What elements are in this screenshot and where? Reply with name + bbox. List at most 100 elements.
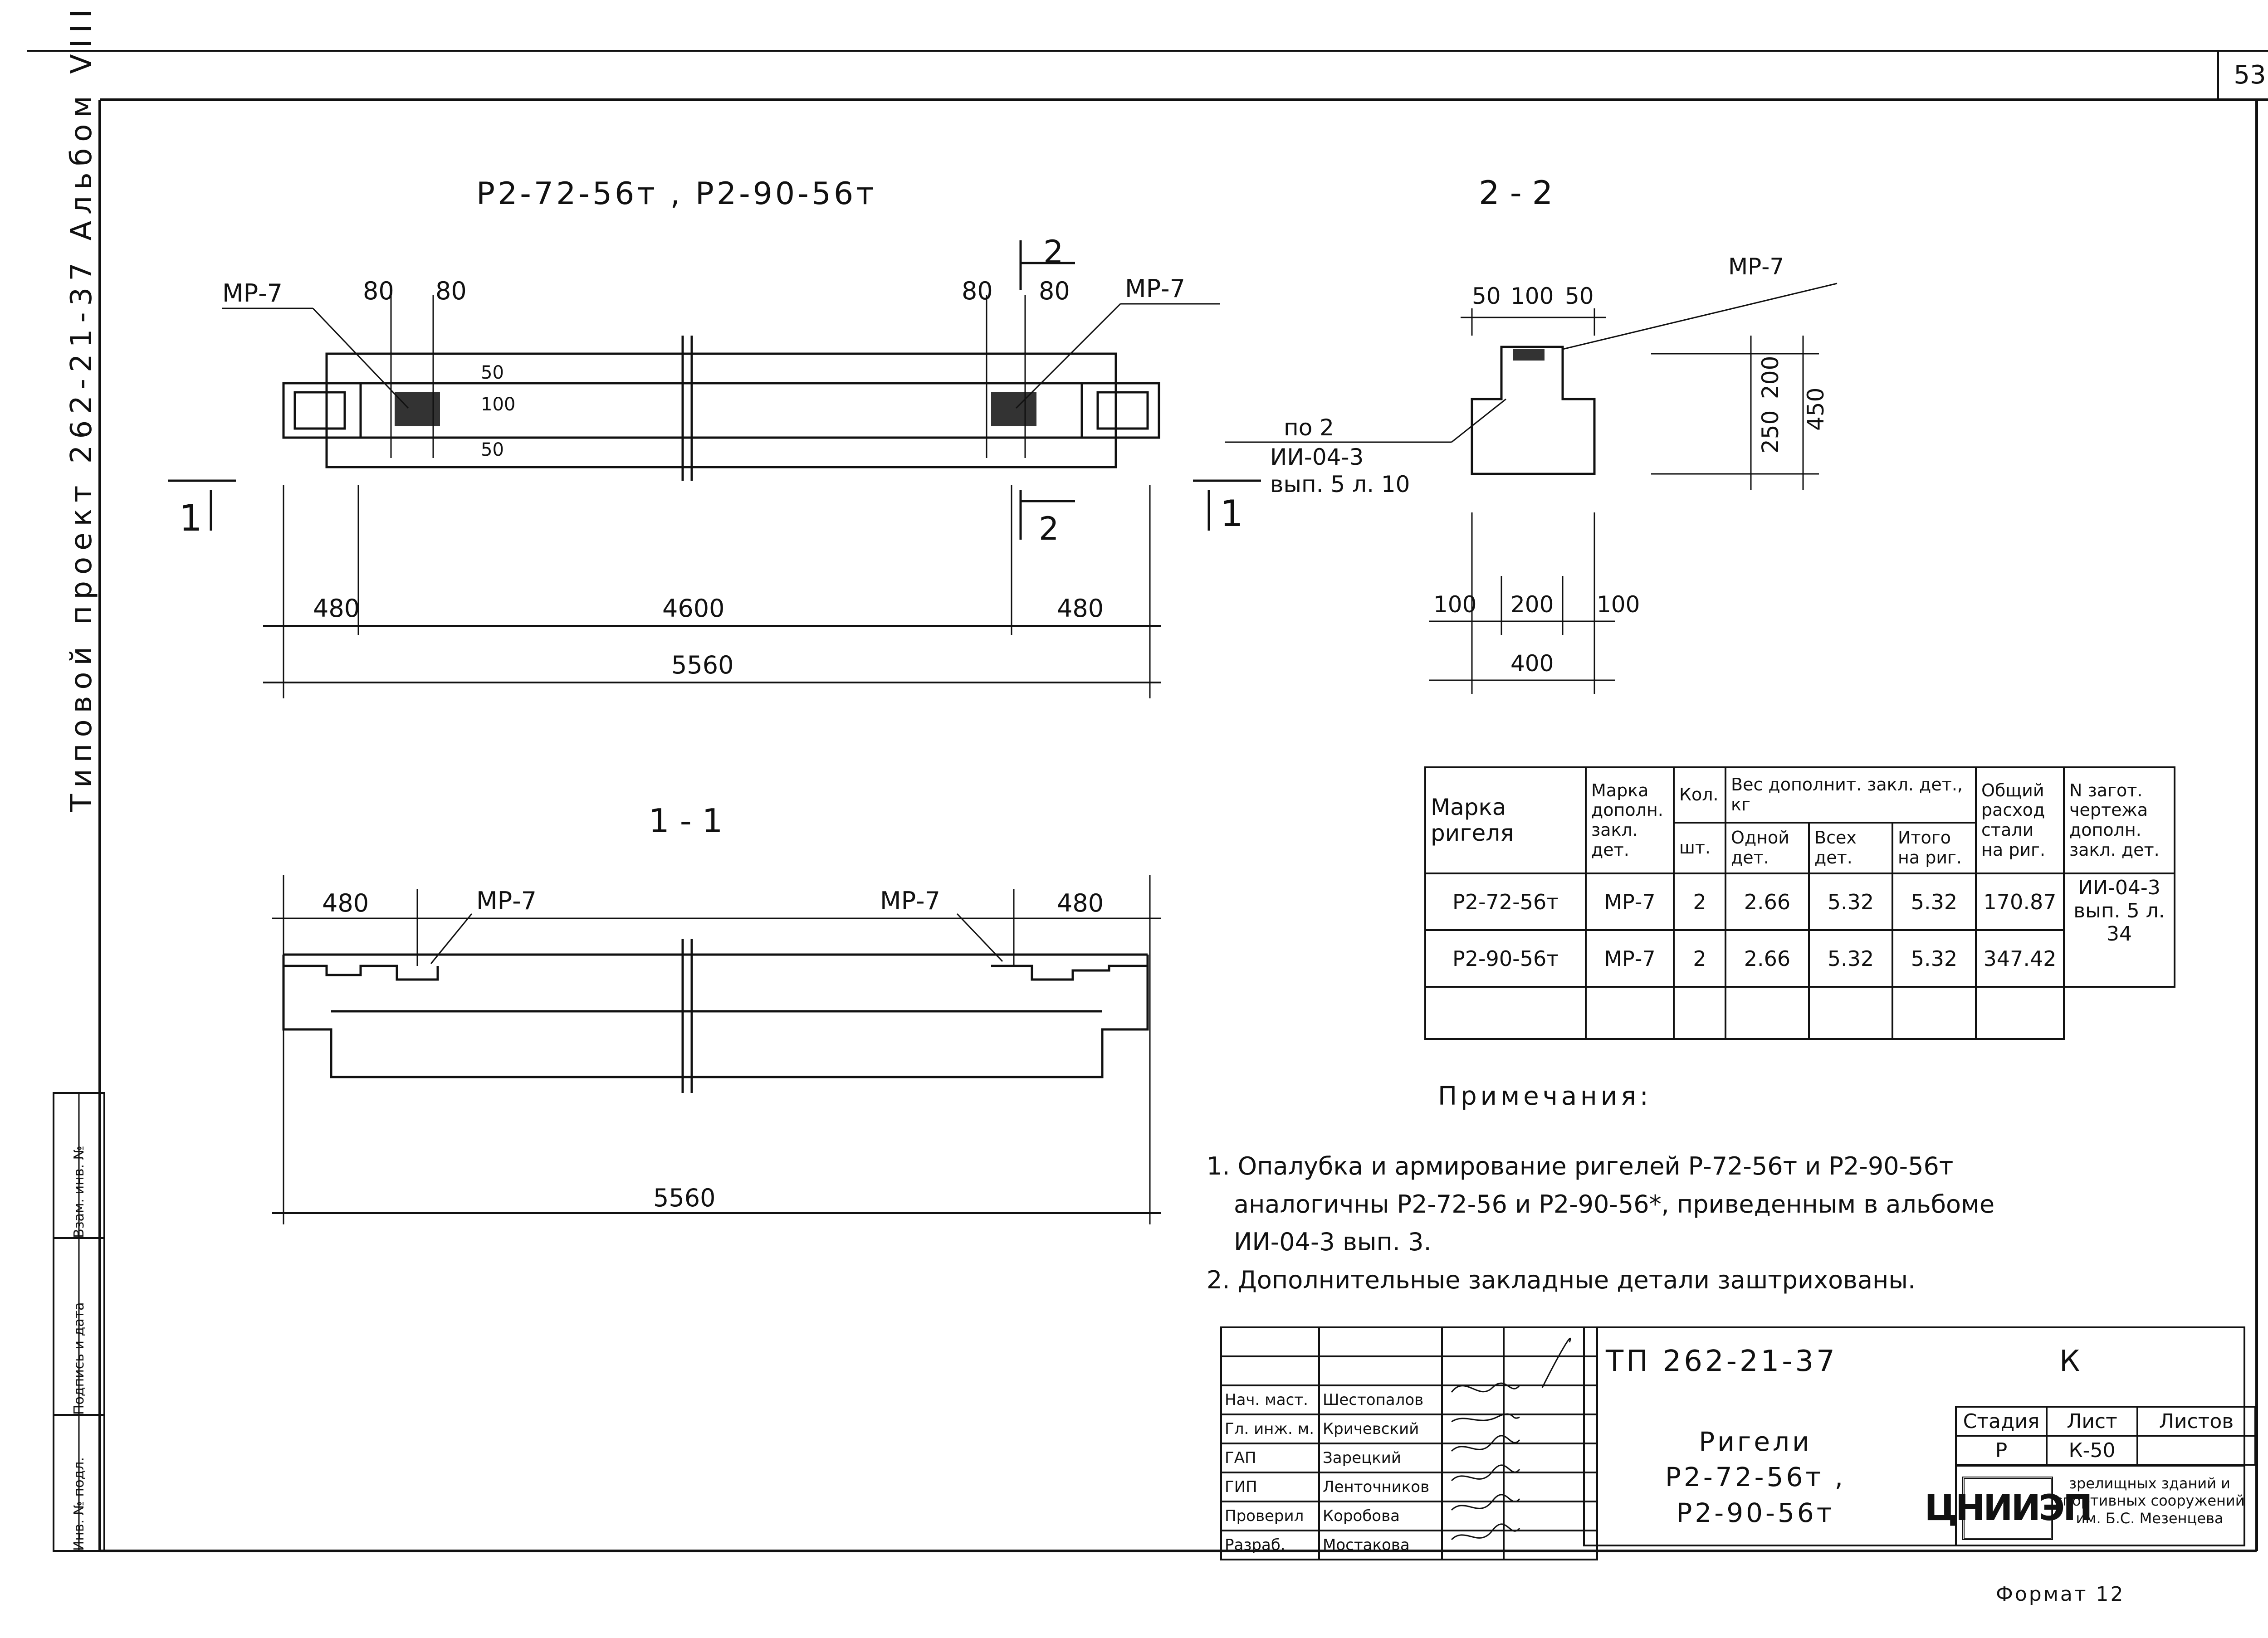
hdr-marka-rigelya: Марка ригеля [1424, 766, 1587, 874]
side-cell-vzam: Взам. инв. № [54, 1093, 104, 1238]
table-row: Р2-72-56т МР-7 2 2.66 5.32 5.32 170.87 И… [1424, 873, 2175, 988]
name-4: Коробова [1318, 1501, 1443, 1531]
row2-odnoy: 2.66 [1725, 929, 1810, 988]
name-2: Зарецкий [1318, 1443, 1443, 1473]
sec11-mr7-left: МР-7 [476, 887, 537, 915]
row1-odnoy: 2.66 [1725, 873, 1810, 931]
plan-dim-80-right2: 80 [1039, 277, 1070, 305]
name-3: Ленточников [1318, 1472, 1443, 1502]
role-1: Гл. инж. м. [1220, 1414, 1320, 1444]
side-label: Типовой проект 262-21-37 Альбом VIII [45, 3, 118, 812]
zagot-ref: ИИ-04-3 вып. 5 л. 34 [2063, 873, 2175, 988]
name-1: Кричевский [1318, 1414, 1443, 1444]
sec11-mr7-right: МР-7 [880, 887, 940, 915]
name-0: Шестопалов [1318, 1384, 1443, 1415]
row1-marka: Р2-72-56т [1424, 873, 1587, 931]
cut-2-bottom: 2 [1039, 510, 1059, 547]
role-0: Нач. маст. [1220, 1384, 1320, 1415]
sec11-dim-480-left: 480 [322, 889, 369, 917]
row2-marka: Р2-90-56т [1424, 929, 1587, 988]
row2-mr: МР-7 [1585, 929, 1675, 988]
sec11-dim-5560: 5560 [653, 1184, 715, 1212]
hdr-odnoy: Одной дет. [1725, 822, 1810, 874]
sec22-leader-1: по 2 [1284, 414, 1334, 441]
sec22-dim-400: 400 [1510, 650, 1554, 677]
drawing-name-3: Р2-90-56т [1676, 1497, 1835, 1528]
sec22-leader-2: ИИ-04-3 [1270, 444, 1364, 470]
plan-dim-50a: 50 [481, 362, 504, 383]
listov-value [2136, 1435, 2256, 1466]
listov-header: Листов [2136, 1406, 2256, 1437]
plan-dim-80-left2: 80 [435, 277, 467, 305]
side-label-text: Типовой проект 262-21-37 Альбом VIII [65, 3, 98, 812]
notes: 1. Опалубка и армирование ригелей Р-72-5… [1207, 1147, 2250, 1299]
role-3: ГИП [1220, 1472, 1320, 1502]
side-cell-vzam-text: Взам. инв. № [71, 1146, 87, 1238]
project-code: ТП 262-21-37 [1606, 1345, 1838, 1378]
sec22-dim-100b: 100 [1597, 591, 1640, 618]
plan-dim-480-left: 480 [313, 594, 360, 623]
stage-header: Стадия [1955, 1406, 2048, 1437]
name-5: Мостакова [1318, 1530, 1443, 1560]
plan-dim-4600: 4600 [662, 594, 724, 623]
title-block-people: Нач. маст.Шестопалов Гл. инж. м.Кричевск… [1220, 1326, 1598, 1560]
row1-itogo: 5.32 [1892, 873, 1977, 931]
plan-mr7-left: МР-7 [222, 279, 283, 307]
drawing-name-1: Ригели [1699, 1426, 1812, 1457]
row1-mr: МР-7 [1585, 873, 1675, 931]
plan-dim-80-right: 80 [962, 277, 993, 305]
list-item: Гл. инж. м.Кричевский [1220, 1414, 1598, 1444]
table-row: Р2-90-56т МР-7 2 2.66 5.32 5.32 347.42 [1424, 929, 2175, 988]
format-label: Формат 12 [1996, 1583, 2125, 1606]
section-2-2 [1225, 283, 1838, 694]
note-1c: ИИ-04-3 вып. 3. [1234, 1228, 1432, 1257]
sec22-mr7: МР-7 [1728, 253, 1784, 280]
sec22-dim-50b: 50 [1565, 283, 1594, 309]
section22-title: 2 - 2 [1479, 174, 1553, 212]
section-1-1 [272, 875, 1161, 1224]
sec11-dim-480-right: 480 [1057, 889, 1104, 917]
row2-vseh: 5.32 [1808, 929, 1893, 988]
sec22-dim-250: 250 [1757, 410, 1784, 453]
hdr-ves: Вес дополнит. закл. дет., кг [1725, 766, 1977, 824]
role-2: ГАП [1220, 1443, 1320, 1473]
hdr-kol: Кол. [1673, 766, 1726, 824]
row2-itogo: 5.32 [1892, 929, 1977, 988]
hdr-marka-dopoln: Марка дополн. закл. дет. [1585, 766, 1675, 874]
plan-dim-100: 100 [481, 394, 515, 415]
drawing-name: Ригели Р2-72-56т , Р2-90-56т [1615, 1424, 1896, 1531]
role-4: Проверил [1220, 1501, 1320, 1531]
row1-obshiy: 170.87 [1975, 873, 2065, 931]
spec-table: Марка ригеля Марка дополн. закл. дет. Ко… [1424, 766, 2175, 1040]
list-item: Разраб.Мостакова [1220, 1530, 1598, 1560]
plan-dim-50b: 50 [481, 439, 504, 460]
sec22-dim-200: 200 [1757, 356, 1784, 399]
note-1b: аналогичны Р2-72-56 и Р2-90-56*, приведе… [1234, 1190, 1995, 1219]
role-5: Разраб. [1220, 1530, 1320, 1560]
row1-kol: 2 [1673, 873, 1726, 931]
row2-obshiy: 347.42 [1975, 929, 2065, 988]
sec22-dim-200b: 200 [1510, 591, 1554, 618]
org-logo: ЦНИИЭП [1925, 1477, 2092, 1540]
hdr-sht: шт. [1673, 822, 1726, 874]
list-value: К-50 [2046, 1435, 2138, 1466]
sec22-dim-100a: 100 [1433, 591, 1476, 618]
hdr-n-zagot: N загот. чертежа дополн. закл. дет. [2063, 766, 2175, 874]
note-2: 2. Дополнительные закладные детали заштр… [1207, 1266, 1916, 1295]
sec22-dim-450: 450 [1803, 388, 1829, 431]
hdr-itogo: Итого на риг. [1892, 822, 1977, 874]
sec22-leader-3: вып. 5 л. 10 [1270, 471, 1410, 497]
plan-mr7-right: МР-7 [1125, 274, 1185, 303]
organization: ЦНИИЭП зрелищных зданий и спортивных соо… [1925, 1465, 2245, 1546]
sec22-dim-100: 100 [1510, 283, 1554, 309]
note-1a: 1. Опалубка и армирование ригелей Р-72-5… [1207, 1152, 1954, 1180]
list-item: Нач. маст.Шестопалов [1220, 1384, 1598, 1415]
drawing-name-2: Р2-72-56т , [1665, 1462, 1846, 1493]
cut-1-left: 1 [179, 497, 202, 539]
cut-2-top: 2 [1043, 234, 1064, 271]
plan-dim-480-right: 480 [1057, 594, 1104, 623]
sec22-dim-50a: 50 [1472, 283, 1501, 309]
